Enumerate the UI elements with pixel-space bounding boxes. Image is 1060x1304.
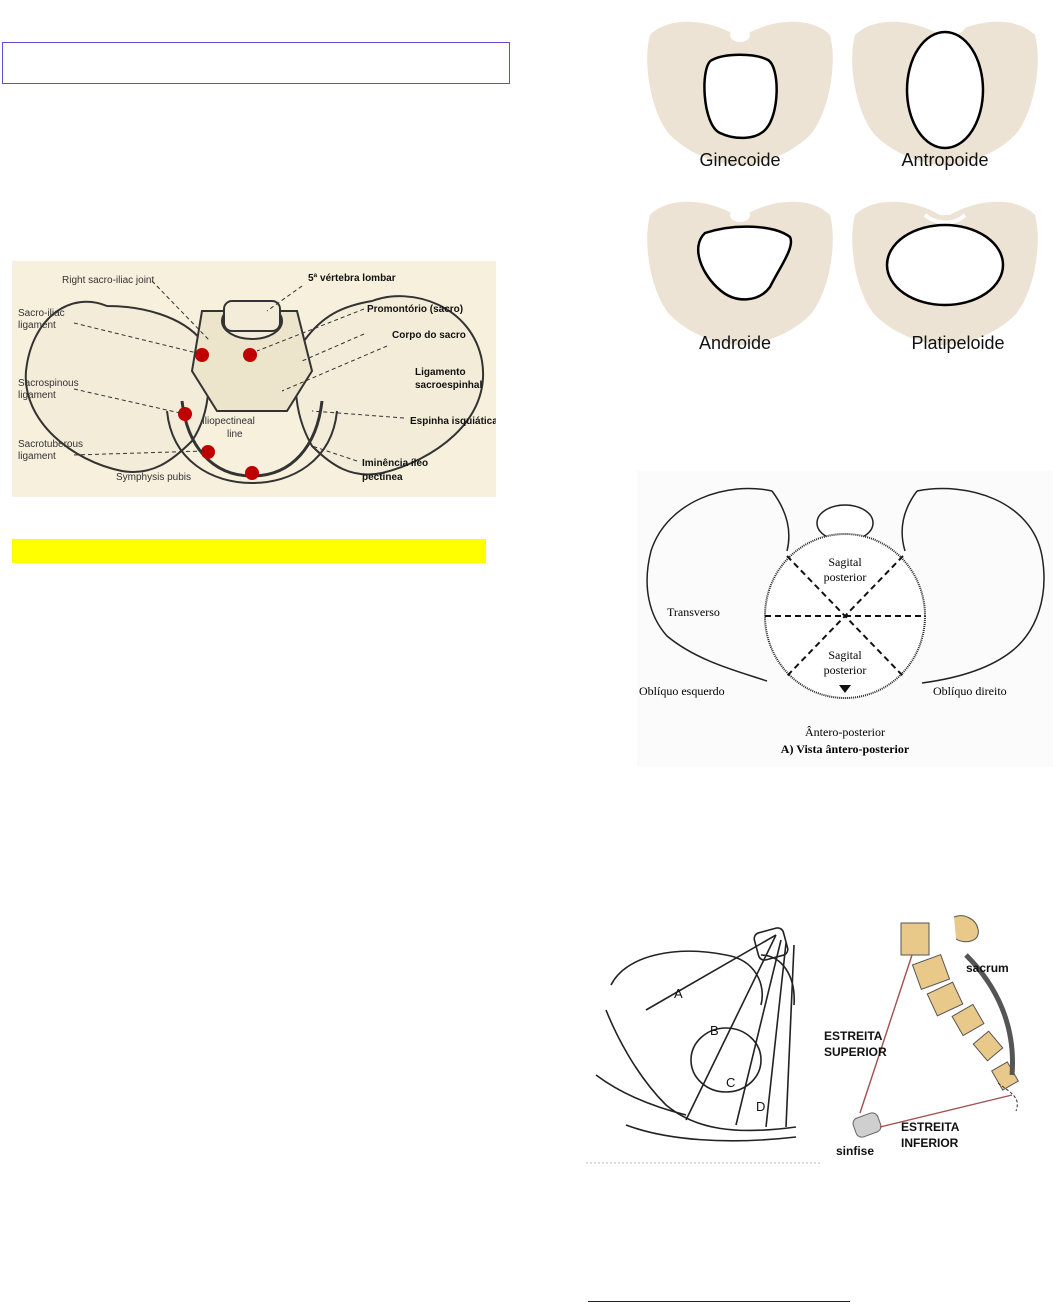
label-androide: Androide: [699, 333, 771, 353]
marker-symphysis: [245, 466, 259, 480]
pelvic-straits-figure: A B C D sacrum ESTREITA SUPERIOR ESTREI: [586, 915, 1026, 1165]
label-sagital-top-2: posterior: [824, 570, 867, 584]
label-plane-c: C: [726, 1075, 735, 1090]
empty-title-box: [2, 42, 510, 84]
label-plane-a: A: [674, 986, 683, 1001]
label-sacrospinous-1: Sacrospinous: [18, 378, 79, 389]
label-plane-d: D: [756, 1099, 765, 1114]
pelvis-types-figure: Ginecoide Antropoide Androide Platipeloi…: [640, 0, 1040, 360]
label-inferior-1: ESTREITA: [901, 1120, 960, 1134]
label-sacrotuberous-1: Sacrotuberous: [18, 439, 83, 450]
label-antropoide: Antropoide: [901, 150, 988, 170]
label-iminencia-1: Iminência íleo: [362, 458, 428, 469]
label-sinfise: sinfise: [836, 1144, 874, 1158]
label-sacrum: sacrum: [966, 961, 1009, 975]
label-espinha: Espinha isquiática: [410, 416, 496, 427]
pelvis-antropoide: [852, 22, 1038, 165]
footnote-rule: [588, 1301, 850, 1302]
marker-sacroiliac: [195, 348, 209, 362]
label-platipeloide: Platipeloide: [911, 333, 1004, 353]
label-symphysis: Symphysis pubis: [116, 472, 191, 483]
label-corpo: Corpo do sacro: [392, 330, 466, 341]
label-sagital-bottom-2: posterior: [824, 663, 867, 677]
label-sagital-top-1: Sagital: [828, 555, 862, 569]
label-promontorio: Promontório (sacro): [367, 304, 463, 315]
label-sagital-bottom-1: Sagital: [828, 648, 862, 662]
pelvis-androide: [647, 202, 833, 345]
label-sacrospinous-2: ligament: [18, 390, 56, 401]
pelvis-platipeloide: [852, 202, 1038, 345]
label-ligamento-2: sacroespinhal: [415, 380, 482, 391]
label-inferior-2: INFERIOR: [901, 1136, 959, 1150]
highlight-bar: [12, 539, 486, 563]
label-sacrotuberous-2: ligament: [18, 451, 56, 462]
label-iminencia-2: pectínea: [362, 472, 403, 483]
label-ginecoide: Ginecoide: [699, 150, 780, 170]
marker-iminencia: [201, 445, 215, 459]
label-iliopectineal-2: line: [227, 429, 243, 440]
label-iliopectineal-1: Iliopectineal: [202, 416, 255, 427]
label-right-si-joint: Right sacro-iliac joint: [62, 275, 154, 286]
pelvis-anatomy-figure: Right sacro-iliac joint Sacro-iliac liga…: [12, 261, 496, 497]
label-vertebra: 5ª vértebra lombar: [308, 273, 396, 284]
label-transverso: Transverso: [667, 605, 720, 619]
label-antero-posterior: Ântero-posterior: [805, 725, 885, 739]
marker-promontorio: [243, 348, 257, 362]
label-obliquo-direito: Oblíquo direito: [933, 684, 1007, 698]
label-ligamento-1: Ligamento: [415, 367, 466, 378]
label-obliquo-esquerdo: Oblíquo esquerdo: [639, 684, 725, 698]
label-si-ligament-2: ligament: [18, 320, 56, 331]
pelvis-ginecoide: [647, 22, 833, 165]
label-si-ligament-1: Sacro-iliac: [18, 308, 65, 319]
label-superior-2: SUPERIOR: [824, 1045, 887, 1059]
figure-caption: A) Vista ântero-posterior: [781, 742, 910, 756]
label-plane-b: B: [710, 1023, 719, 1038]
sacrum-drawing: [851, 916, 1018, 1139]
label-superior-1: ESTREITA: [824, 1029, 883, 1043]
pelvic-diameters-figure: Sagital posterior Sagital posterior Tran…: [637, 471, 1053, 767]
marker-espinha: [178, 407, 192, 421]
planes-drawing: [596, 927, 796, 1141]
